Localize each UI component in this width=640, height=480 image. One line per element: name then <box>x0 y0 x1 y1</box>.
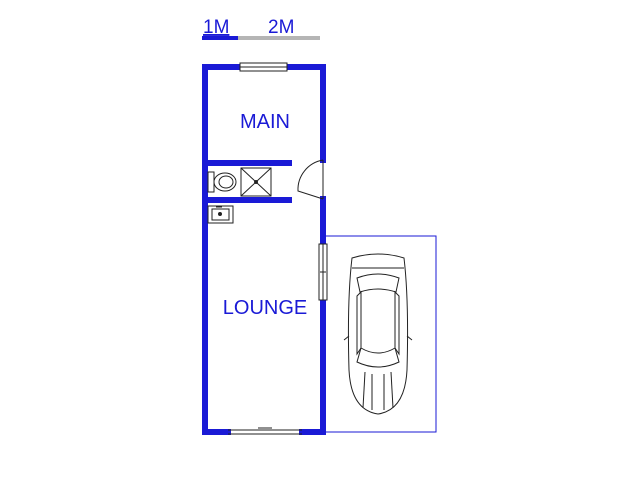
window-icon <box>239 62 288 72</box>
walls <box>202 64 326 435</box>
shower-icon <box>240 167 272 197</box>
car-icon <box>343 253 413 415</box>
basin-icon <box>207 205 234 224</box>
scale-label-2m: 2M <box>268 17 294 38</box>
room-label-main: MAIN <box>240 111 290 133</box>
toilet-icon <box>207 171 237 193</box>
side-window-icon <box>318 243 328 301</box>
scale-label-1m: 1M <box>203 17 229 38</box>
sliding-door-icon <box>228 427 302 435</box>
room-label-lounge: LOUNGE <box>223 297 307 319</box>
door-swing-icon <box>297 159 324 200</box>
scale-bar: 1M 2M <box>202 17 320 40</box>
